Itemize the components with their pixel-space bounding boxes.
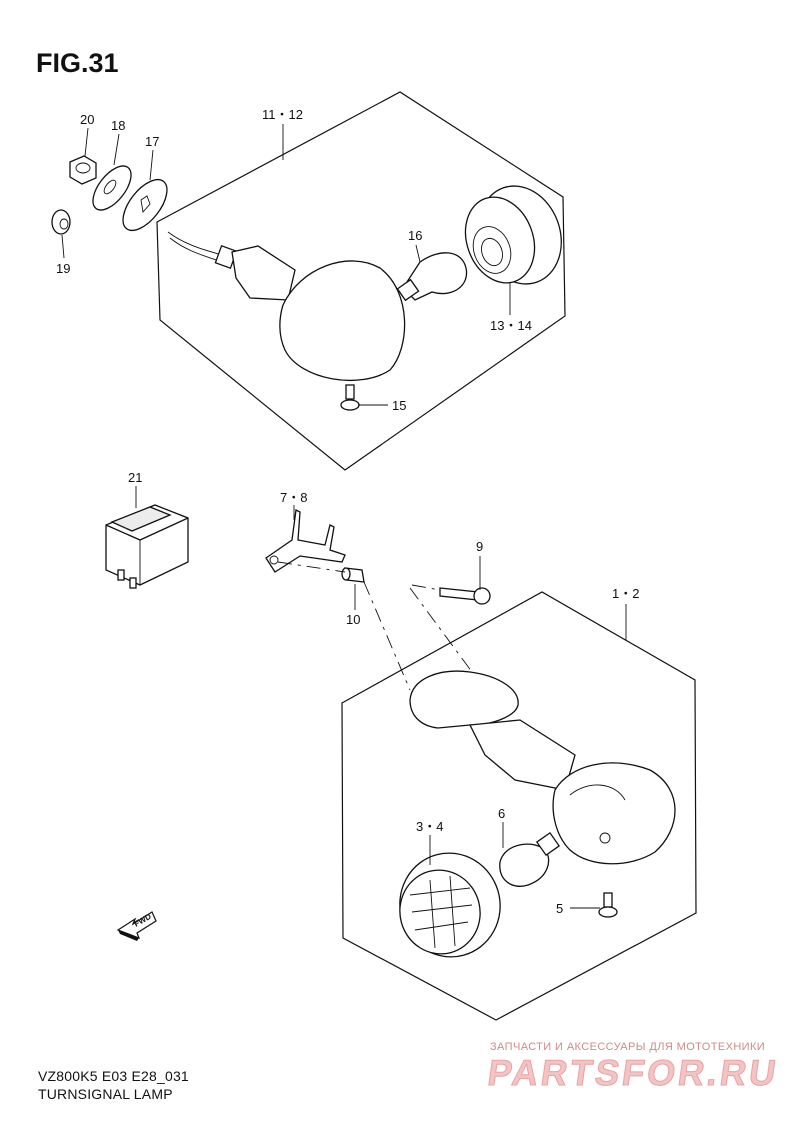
figure-code: VZ800K5 E03 E28_031 [38,1068,189,1084]
part-20-nut[interactable] [69,155,97,185]
part-10-spacer[interactable] [341,567,365,583]
callout-20: 20 [80,112,94,127]
figure-name: TURNSIGNAL LAMP [38,1086,173,1102]
leader-lines [61,124,627,909]
part-11-12-rear-turn-signal[interactable] [167,231,406,382]
part-9-bolt[interactable] [439,587,491,605]
callout-18: 18 [111,118,125,133]
part-17-washer[interactable] [115,172,176,238]
part-6-bulb[interactable] [499,831,561,887]
part-18-washer[interactable] [86,160,139,217]
callout-1-2: 1・2 [612,586,639,601]
group-box-rear-lamp [156,91,566,471]
callout-17: 17 [145,134,159,149]
part-19-grommet[interactable] [51,209,71,235]
part-16-bulb[interactable] [396,252,468,302]
callout-9: 9 [476,539,483,554]
callout-16: 16 [408,228,422,243]
callout-13-14: 13・14 [490,318,532,333]
group-box-front-lamp [341,591,697,1021]
part-3-4-lens[interactable] [388,842,512,968]
callout-10: 10 [346,612,360,627]
callout-5: 5 [556,901,563,916]
watermark-tagline: ЗАПЧАСТИ И АКСЕССУАРЫ ДЛЯ МОТОТЕХНИКИ [490,1041,766,1053]
direction-arrow-icon: FWD [116,911,157,941]
callout-6: 6 [498,806,505,821]
part-21-relay[interactable] [105,504,189,589]
watermark-brand: PARTSFOR.RU [485,1052,782,1094]
callout-7-8: 7・8 [280,490,307,505]
part-7-8-bracket[interactable] [265,509,346,573]
part-1-2-front-turn-signal[interactable] [409,670,676,865]
callout-15: 15 [392,398,406,413]
callout-19: 19 [56,261,70,276]
figure-title: FIG.31 [36,48,119,78]
callout-21: 21 [128,470,142,485]
part-13-14-lens-housing[interactable] [454,174,575,295]
callout-11-12: 11・12 [262,107,303,122]
callout-3-4: 3・4 [416,819,443,834]
part-15-screw[interactable] [340,384,360,411]
part-5-screw[interactable] [598,892,618,918]
assembly-dash-lines [277,561,473,691]
